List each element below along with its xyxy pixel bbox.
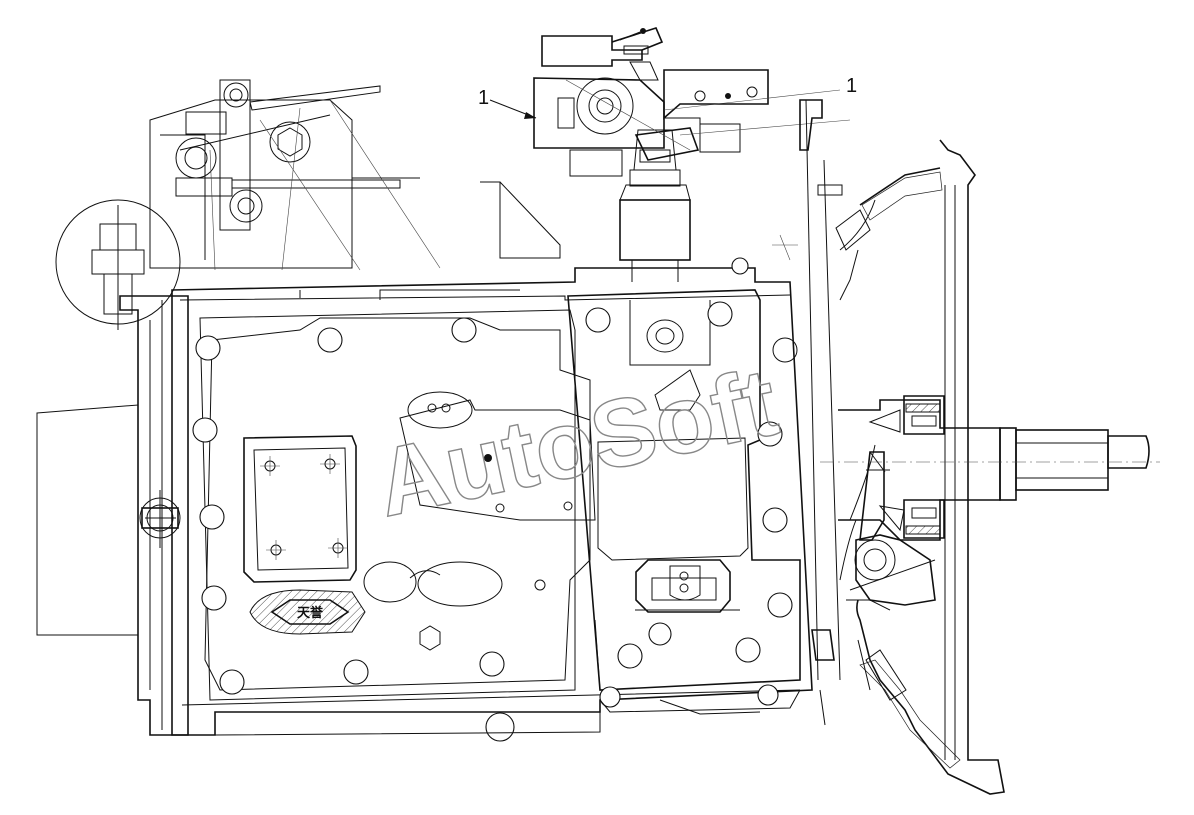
bolt: [195, 335, 221, 361]
release-fork: [772, 99, 936, 681]
housing-bolts: [192, 257, 793, 742]
callout-label: 1: [846, 75, 857, 97]
left-end-plate: [36, 199, 189, 736]
bolt: [479, 651, 505, 677]
bolt: [648, 622, 672, 646]
bolt: [343, 659, 369, 685]
bolt: [599, 686, 621, 708]
bolt: [762, 507, 788, 533]
shift-tower-top: [533, 27, 851, 282]
right-housing-section: [407, 289, 801, 691]
bolt: [485, 712, 515, 742]
callout-part-1: 1: [478, 87, 537, 119]
bolt: [219, 669, 245, 695]
shift-linkage-top-left: [149, 79, 561, 271]
bolt: [585, 307, 611, 333]
bolt: [735, 637, 761, 663]
clutch-bell-housing: [835, 139, 1005, 795]
watermark-text: AutoSoft: [368, 348, 787, 537]
bolt: [192, 417, 218, 443]
bolt: [317, 327, 343, 353]
bolt: [451, 317, 477, 343]
left-connector: [139, 490, 181, 548]
bolt: [707, 301, 733, 327]
callout-label: 1: [478, 87, 489, 109]
bolt: [201, 585, 227, 611]
watermark: AutoSoft: [367, 348, 787, 538]
manufacturer-logo: 天誉: [249, 589, 366, 635]
bolt: [767, 592, 793, 618]
bolt: [757, 421, 783, 447]
callout-part-1-right: 1: [846, 75, 857, 97]
bottom-features: [214, 689, 826, 736]
bolt: [199, 504, 225, 530]
bolt: [617, 643, 643, 669]
input-shaft: [820, 395, 1160, 541]
cover-screws: [260, 454, 573, 560]
logo-text: 天誉: [297, 605, 324, 621]
bolt: [757, 684, 779, 706]
bolt: [731, 257, 749, 275]
